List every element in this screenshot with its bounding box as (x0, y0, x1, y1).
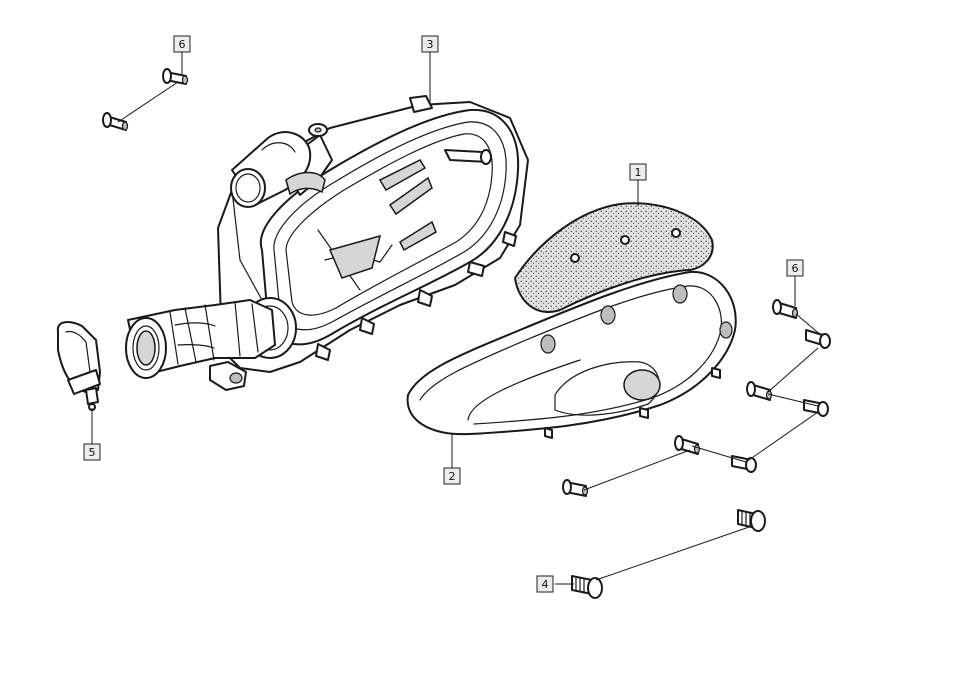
callout-4: 4 (536, 575, 554, 593)
hose-clamp (56, 321, 101, 411)
callout-6-upper-text: 6 (179, 38, 186, 51)
callout-4-text: 4 (542, 578, 549, 591)
bolt-b (571, 575, 603, 599)
callout-3: 3 (421, 35, 439, 53)
callout-1: 1 (629, 163, 647, 181)
screw-right-1 (772, 299, 799, 319)
screw-upper-left-a (162, 68, 189, 85)
screw-right-5 (674, 435, 701, 455)
filter-element (513, 202, 714, 313)
screw-right-7 (562, 479, 589, 497)
leader-lines (91, 52, 823, 585)
callout-2: 2 (443, 467, 461, 485)
callout-1-text: 1 (635, 166, 642, 179)
air-filter-housing (209, 95, 529, 391)
cover-screws (562, 299, 831, 497)
bolt-a (737, 509, 766, 532)
screw-upper-left-b (102, 112, 129, 131)
screw-right-2 (805, 329, 831, 349)
callout-6-upper: 6 (173, 35, 191, 53)
callout-6-right: 6 (786, 259, 804, 277)
callout-3-text: 3 (427, 38, 434, 51)
callout-6-right-text: 6 (792, 262, 799, 275)
callout-5-text: 5 (89, 446, 96, 459)
air-filter-cover (406, 270, 737, 439)
callout-5: 5 (83, 443, 101, 461)
callout-2-text: 2 (449, 470, 456, 483)
screw-right-4 (803, 399, 829, 417)
intake-boot (125, 299, 276, 379)
screw-right-3 (746, 381, 773, 401)
